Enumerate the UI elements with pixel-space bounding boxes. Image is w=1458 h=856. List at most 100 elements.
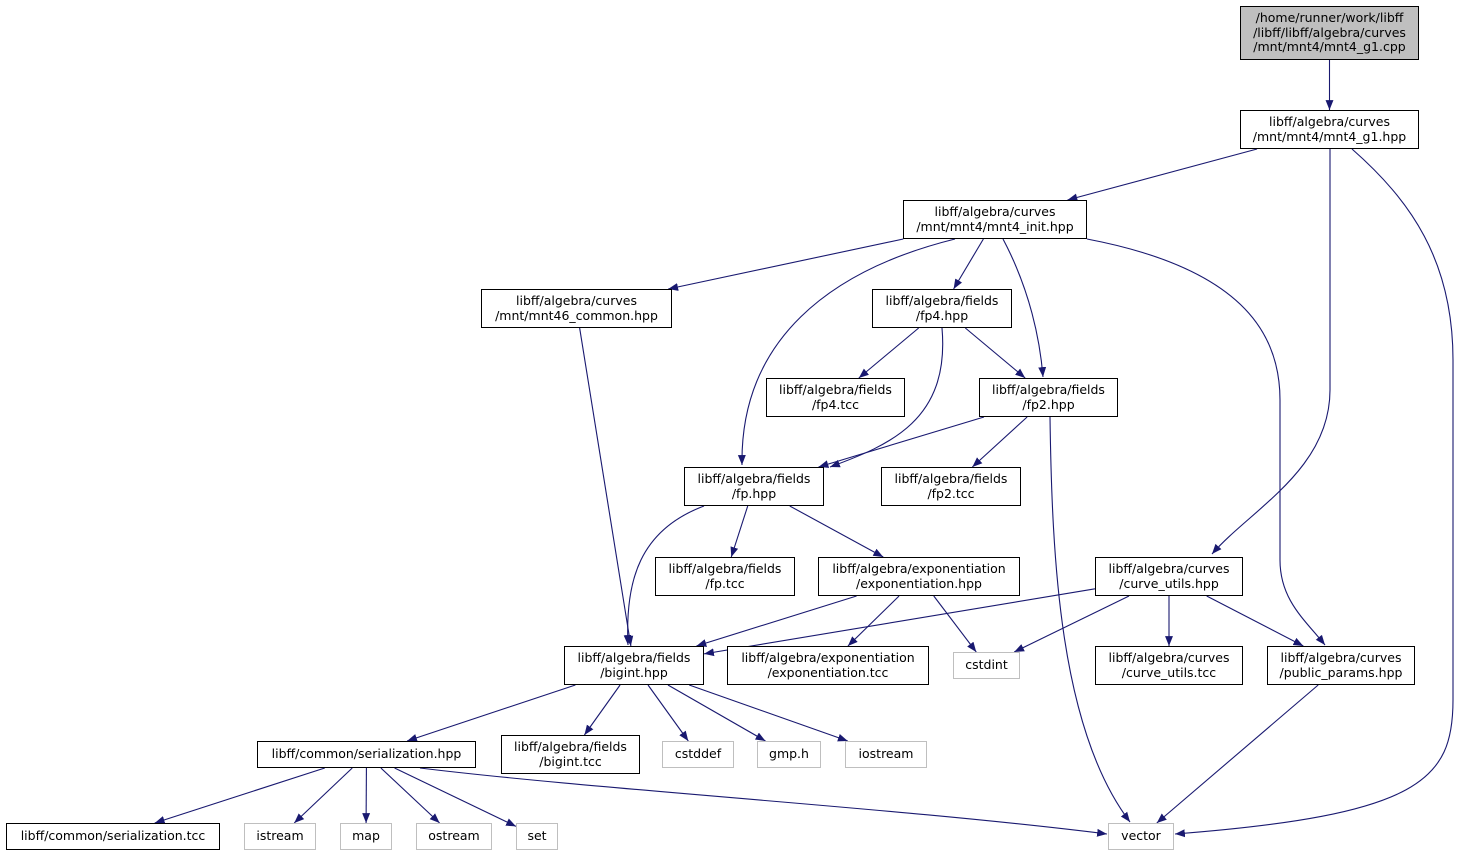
edge-serialhpp-to-vector [419,767,1108,837]
graph-node-g1hpp[interactable]: libff/algebra/curves/mnt/mnt4/mnt4_g1.hp… [1240,110,1419,149]
node-label-line: libff/algebra/fields [894,471,1008,486]
node-label-line: /mnt/mnt4/mnt4_g1.cpp [1253,39,1406,55]
edge-publicparams-to-vector [1156,684,1319,824]
node-label-line: set [527,828,547,844]
graph-node-set: set [516,823,558,850]
graph-node-common46[interactable]: libff/algebra/curves/mnt/mnt46_common.hp… [481,289,672,328]
node-label-line: /fp2.hpp [1022,396,1075,412]
node-label-line: /mnt/mnt46_common.hpp [495,307,658,323]
node-label-line: libff/algebra/fields [668,561,782,576]
node-label-line: libff/algebra/curves [1269,114,1390,129]
node-label-line: libff/algebra/fields [697,471,811,486]
node-label-line: /curve_utils.hpp [1119,575,1219,591]
node-label-line: map [352,828,380,844]
edge-curveutils-to-cstdint [1013,595,1130,653]
graph-node-publicparams[interactable]: libff/algebra/curves/public_params.hpp [1267,646,1415,685]
edge-serialhpp-to-set [394,767,517,827]
edge-fphpp-to-biginthpp [623,505,705,646]
graph-node-fp2tcc[interactable]: libff/algebra/fields/fp2.tcc [881,467,1021,506]
edge-fp2hpp-to-vector [1049,416,1131,823]
edge-g1hpp-to-vector [1174,148,1454,838]
node-label-line: libff/algebra/curves [1280,650,1402,665]
node-label-line: vector [1121,828,1161,844]
graph-node-exphpp[interactable]: libff/algebra/exponentiation/exponentiat… [818,557,1020,596]
node-label-line: /curve_utils.tcc [1121,664,1217,680]
node-label-line: /public_params.hpp [1279,664,1403,680]
graph-node-iostream: iostream [845,741,927,768]
edge-g1hpp-to-init [1067,148,1258,202]
edge-exphpp-to-biginthpp [696,595,857,647]
edge-biginthpp-to-iostream [689,684,848,742]
node-label-line: /fp4.hpp [915,307,969,323]
node-label-line: libff/common/serialization.hpp [271,746,462,762]
edge-common46-to-biginthpp [579,327,634,647]
graph-node-cstdint: cstdint [953,652,1020,679]
graph-node-gmph: gmp.h [757,741,821,768]
node-label-line: libff/algebra/exponentiation [832,561,1006,576]
edge-init-to-publicparams [1086,238,1326,646]
node-label-line: /mnt/mnt4/mnt4_g1.hpp [1252,128,1407,144]
node-label-line: libff/algebra/fields [514,739,627,754]
edge-serialhpp-to-istream [293,767,353,824]
edge-fphpp-to-exphpp [789,505,884,558]
node-label-line: libff/common/serialization.tcc [20,828,206,844]
edge-serialhpp-to-serialtcc [154,767,325,824]
node-label-line: /fp2.tcc [927,485,975,501]
graph-node-init[interactable]: libff/algebra/curves/mnt/mnt4/mnt4_init.… [903,200,1087,239]
graph-node-biginthpp[interactable]: libff/algebra/fields/bigint.hpp [564,646,704,685]
edge-fp4hpp-to-fphpp [829,327,944,468]
graph-node-serialhpp[interactable]: libff/common/serialization.hpp [257,741,476,768]
edge-init-to-common46 [668,238,904,291]
node-label-line: cstdint [965,657,1008,673]
graph-node-curveutils[interactable]: libff/algebra/curves/curve_utils.hpp [1095,557,1243,596]
node-label-line: libff/algebra/curves [1108,650,1230,665]
graph-node-exptcc[interactable]: libff/algebra/exponentiation/exponentiat… [727,646,929,685]
graph-node-cstddef: cstddef [662,741,734,768]
node-label-line: cstddef [674,746,722,762]
edge-fp4hpp-to-fp4tcc [858,327,920,379]
node-label-line: libff/algebra/fields [885,293,999,308]
node-label-line: libff/algebra/curves [934,204,1056,219]
node-label-line: libff/algebra/curves [516,293,637,308]
graph-node-fptcc[interactable]: libff/algebra/fields/fp.tcc [655,557,795,596]
edge-biginthpp-to-gmph [667,684,766,742]
graph-node-curveutilstcc[interactable]: libff/algebra/curves/curve_utils.tcc [1095,646,1243,685]
edge-biginthpp-to-biginttcc [583,684,621,736]
node-label-line: /mnt/mnt4/mnt4_init.hpp [916,218,1074,234]
node-label-line: libff/algebra/fields [577,650,691,665]
graph-node-fp2hpp[interactable]: libff/algebra/fields/fp2.hpp [979,378,1118,417]
edge-curveutils-to-publicparams [1206,595,1304,647]
graph-node-fp4hpp[interactable]: libff/algebra/fields/fp4.hpp [872,289,1012,328]
node-label-line: /exponentiation.tcc [767,664,889,680]
node-label-line: /bigint.hpp [600,664,668,680]
graph-node-fphpp[interactable]: libff/algebra/fields/fp.hpp [684,467,824,506]
edge-fp4hpp-to-fp2hpp [964,327,1026,379]
node-label-line: libff/algebra/exponentiation [741,650,915,665]
edge-curveutils-to-biginthpp [703,588,1096,657]
edge-exphpp-to-exptcc [847,595,900,647]
graph-node-biginttcc[interactable]: libff/algebra/fields/bigint.tcc [501,735,640,774]
edge-g1hpp-to-curveutils [1211,149,1331,555]
node-label-line: libff/algebra/fields [992,382,1105,397]
edge-fp2hpp-to-fphpp [818,416,985,468]
node-label-line: iostream [858,746,914,762]
edge-fphpp-to-fptcc [730,505,749,558]
edge-init-to-fp4hpp [953,238,984,290]
graph-node-ostream: ostream [416,823,492,850]
graph-node-serialtcc[interactable]: libff/common/serialization.tcc [6,823,220,850]
edge-serialhpp-to-ostream [380,767,440,824]
node-label-line: /libff/libff/algebra/curves [1253,24,1406,40]
edge-exphpp-to-cstdint [933,595,977,653]
node-label-line: /bigint.tcc [539,753,602,769]
graph-node-fp4tcc[interactable]: libff/algebra/fields/fp4.tcc [766,378,905,417]
graph-node-map: map [340,823,392,850]
node-label-line: /fp4.tcc [811,396,860,412]
node-label-line: ostream [428,828,480,844]
node-label-line: gmp.h [769,746,809,762]
edge-biginthpp-to-cstddef [647,684,689,742]
edge-biginthpp-to-serialhpp [406,684,576,742]
node-label-line: /exponentiation.hpp [856,575,982,591]
graph-node-istream: istream [244,823,316,850]
